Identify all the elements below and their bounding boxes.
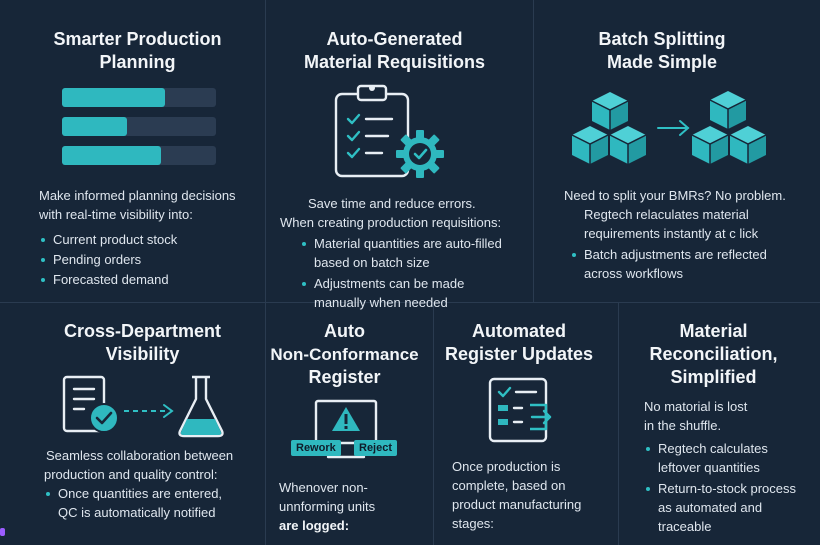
title-line: Automated — [472, 321, 566, 341]
list-item: Regtech calculates leftover quantities — [644, 439, 820, 477]
card-title: Material Reconciliation, Simplified — [607, 320, 820, 389]
intro-line: production and quality control: — [44, 467, 218, 482]
reject-tag: Reject — [354, 440, 398, 456]
body-line: Whenover non- — [279, 480, 368, 495]
list-item-line: Return-to-stock process — [658, 481, 796, 496]
card-material-reconciliation: Material Reconciliation, Simplified No m… — [619, 303, 820, 545]
list-item-line: Material quantities are auto-filled — [314, 236, 502, 251]
batch-split-cubes-icon — [571, 90, 767, 165]
intro-line: Need to split your BMRs? No problem. — [564, 188, 786, 203]
col-divider-4 — [618, 302, 619, 545]
list-item: Adjustments can be made manually when ne… — [300, 274, 530, 312]
card-body: Need to split your BMRs? No problem. Reg… — [564, 186, 820, 283]
title-line: Batch Splitting — [598, 29, 726, 49]
title-line: Cross-Department — [63, 321, 222, 341]
card-body: Save time and reduce errors. When creati… — [280, 194, 530, 312]
title-line: Visibility — [105, 344, 180, 364]
card-title: Automated Register Updates — [420, 320, 618, 366]
progress-fill — [62, 117, 127, 136]
col-divider-1 — [265, 0, 266, 545]
card-body: Whenover non- unnforming units are logge… — [279, 478, 429, 535]
card-cross-department: Cross-Department Visibility Seamless col… — [0, 303, 265, 545]
title-line: Non-Conformance — [270, 345, 419, 364]
register-update-icon — [488, 377, 552, 443]
list-item-line: Once quantities are entered, — [58, 486, 223, 501]
col-divider-3 — [433, 302, 434, 545]
intro-line: Save time and reduce errors. — [308, 196, 476, 211]
list-item: Current product stock — [39, 230, 259, 249]
list-item-line: across workflows — [584, 266, 683, 281]
intro-line: No matorial is lost — [644, 399, 748, 414]
row-divider — [0, 302, 820, 303]
body-line: complete, based on — [452, 478, 566, 493]
intro-line: requirements instantly at c lick — [584, 226, 759, 241]
col-divider-2 — [533, 0, 534, 302]
card-title: Cross-Department Visibility — [20, 320, 265, 366]
card-title: Smarter Production Planning — [10, 28, 265, 74]
title-line: Made Simple — [606, 52, 718, 72]
title-line: Smarter Production — [53, 29, 222, 49]
body-line: unnforming units — [279, 499, 376, 514]
warning-monitor-icon — [314, 399, 378, 459]
body-line-bold: are logged: — [279, 518, 350, 533]
progress-fill — [62, 88, 165, 107]
card-non-conformance: Auto Non-Conformance Register Rework Rej… — [266, 303, 433, 545]
title-line: Reconciliation, — [649, 344, 778, 364]
title-line: Material — [679, 321, 748, 341]
card-body: Once production is complete, based on pr… — [452, 457, 618, 533]
card-title: Auto-Generated Material Requisitions — [256, 28, 533, 74]
list-item-line: as automated and — [658, 500, 763, 515]
list-item: Pending orders — [39, 250, 259, 269]
list-item: Batch adjustments are reflected across w… — [570, 245, 820, 283]
list-item-line: QC is automatically notified — [58, 505, 216, 520]
list-item-line: Adjustments can be made — [314, 276, 465, 291]
card-title: Auto Non-Conformance Register — [256, 320, 433, 389]
body-line: product manufacturing — [452, 497, 582, 512]
list-item: Return-to-stock process as automated and… — [644, 479, 820, 536]
card-register-updates: Automated Register Updates Once producti… — [434, 303, 618, 545]
title-line: Planning — [99, 52, 176, 72]
list-item-line: traceable — [658, 519, 712, 534]
intro-line: Seamless collaboration between — [46, 448, 234, 463]
card-material-requisitions: Auto-Generated Material Requisitions — [266, 0, 533, 310]
list-item: Once quantities are entered, QC is autom… — [44, 484, 264, 522]
document-to-flask-icon — [62, 375, 224, 438]
intro-line: Regtech relaculates material — [584, 207, 749, 222]
corner-marker — [0, 528, 5, 536]
title-line: Simplified — [670, 367, 757, 387]
intro-line: Make informed planning decisions — [39, 188, 236, 203]
body-line: stages: — [452, 516, 494, 531]
card-batch-splitting: Batch Splitting Made Simple Need to spli… — [534, 0, 820, 302]
title-line: Auto — [324, 321, 365, 341]
progress-bars-icon — [62, 88, 216, 165]
progress-fill — [62, 146, 161, 165]
body-line: Once production is — [452, 459, 561, 474]
title-line: Register — [308, 367, 381, 387]
intro-line: When creating production requisitions: — [280, 215, 502, 230]
intro-line: with real-time visibility into: — [39, 207, 193, 222]
clipboard-gear-icon — [334, 84, 444, 178]
card-body: Seamless collaboration between productio… — [44, 446, 264, 522]
intro-line: in the shuffle. — [644, 418, 722, 433]
title-line: Auto-Generated — [326, 29, 463, 49]
list-item-line: Batch adjustments are reflected — [584, 247, 767, 262]
title-line: Register Updates — [444, 344, 594, 364]
title-line: Material Requisitions — [303, 52, 486, 72]
card-body: Make informed planning decisions with re… — [39, 186, 259, 289]
list-item-line: manually when needed — [314, 295, 448, 310]
card-production-planning: Smarter Production Planning Make informe… — [0, 0, 265, 302]
card-body: No matorial is lost in the shuffle. Regt… — [644, 397, 820, 536]
list-item-line: based on batch size — [314, 255, 430, 270]
list-item: Material quantities are auto-filled base… — [300, 234, 530, 272]
rework-tag: Rework — [291, 440, 341, 456]
card-title: Batch Splitting Made Simple — [504, 28, 820, 74]
list-item-line: leftover quantities — [658, 460, 760, 475]
list-item-line: Regtech calculates — [658, 441, 768, 456]
list-item: Forecasted demand — [39, 270, 259, 289]
